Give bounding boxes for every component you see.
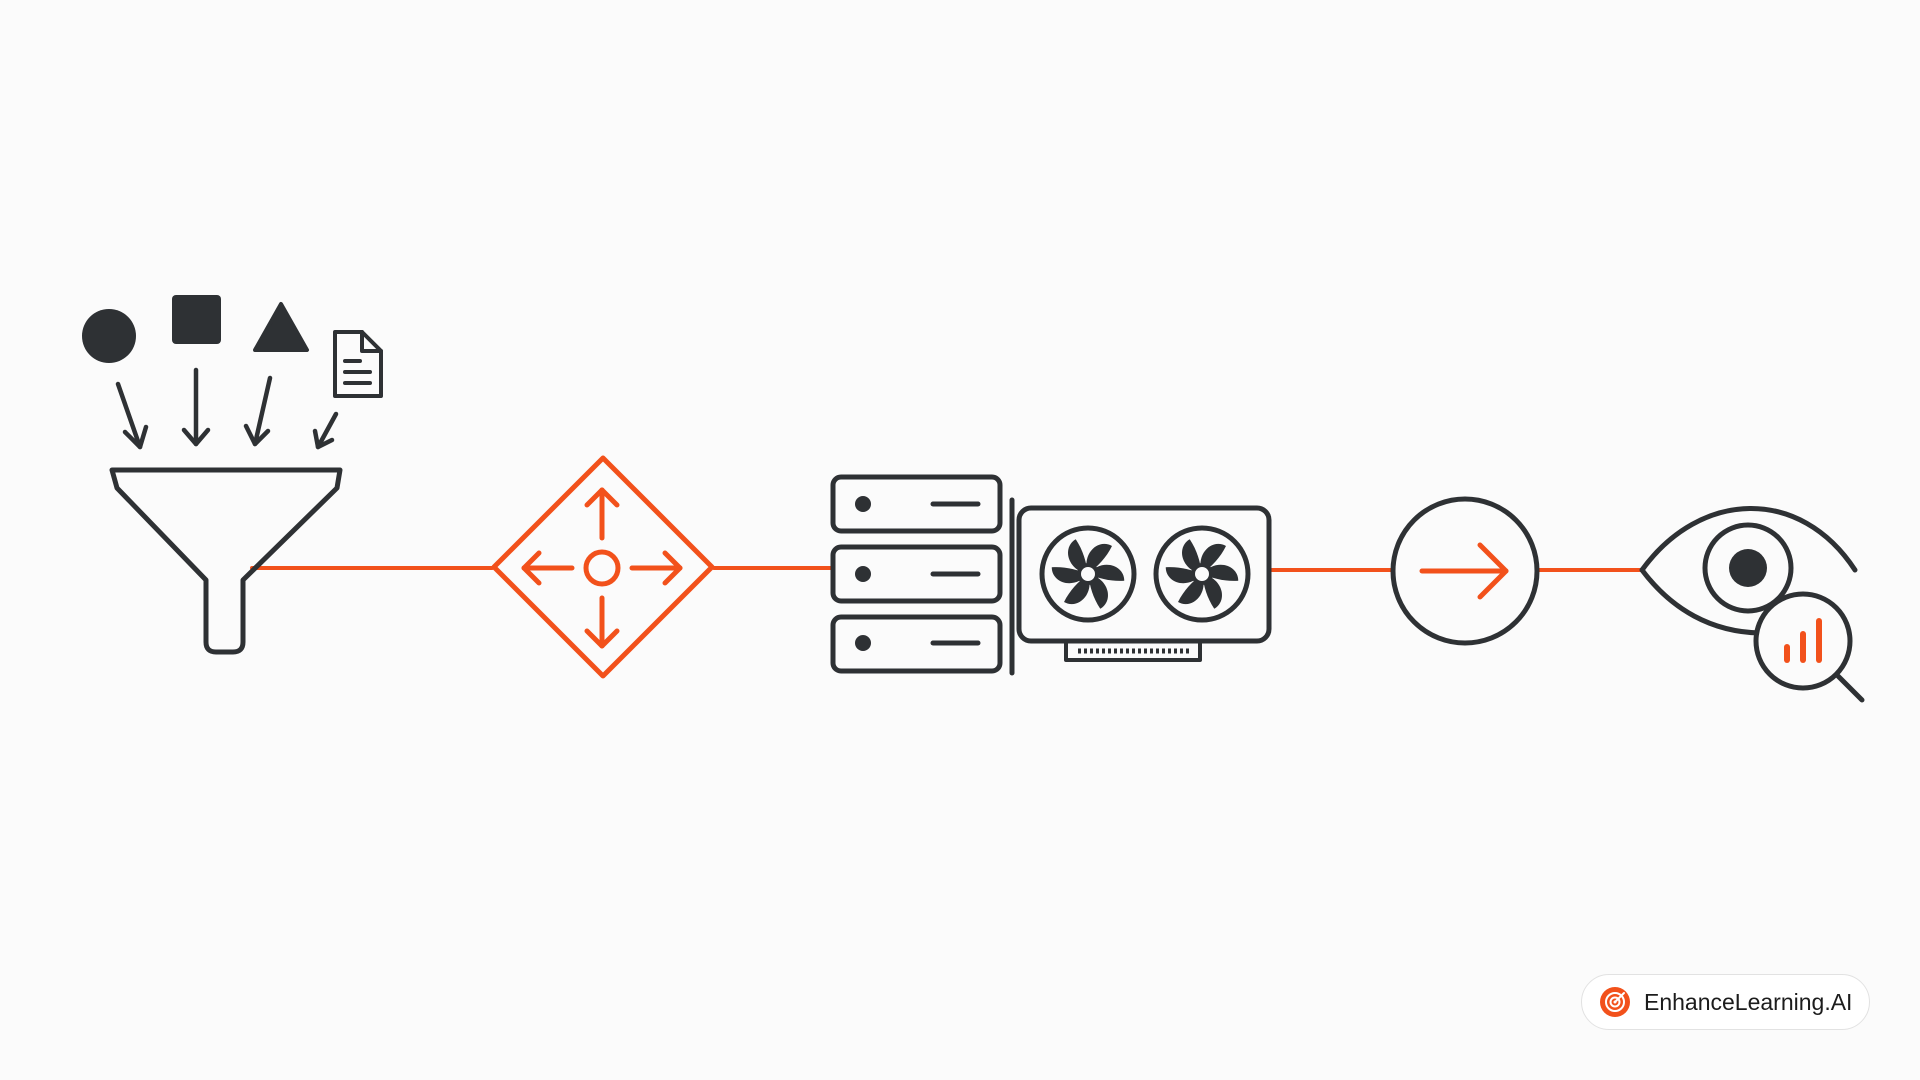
monitoring-eye-icon: [1639, 506, 1865, 703]
gpu-card-icon: [1009, 497, 1272, 676]
server-rack-icon: [830, 474, 1003, 674]
document-icon: [333, 330, 383, 398]
router-center-node: [583, 549, 621, 587]
eye-outline: [1639, 506, 1858, 636]
data-sources-funnel-icon: [82, 295, 383, 655]
triangle-shape-icon: [253, 302, 309, 352]
brand-label: EnhanceLearning.AI: [1644, 988, 1853, 1015]
gpu-fan-right-icon: [1153, 525, 1251, 623]
direction-arrows: [521, 487, 683, 649]
funnel-icon: [109, 467, 343, 655]
brand-badge[interactable]: EnhanceLearning.AI: [1581, 974, 1870, 1030]
circle-shape-icon: [82, 309, 136, 363]
square-shape-icon: [172, 295, 221, 344]
server-gpu-compute-icon: [830, 474, 1272, 676]
eye-pupil: [1729, 549, 1767, 587]
diamond-outline: [491, 455, 715, 679]
analytics-magnifier-icon: [1753, 591, 1865, 703]
connector-lines: [250, 566, 1644, 572]
eye-iris: [1702, 522, 1794, 614]
input-arrows: [115, 367, 339, 450]
gpu-fan-left-icon: [1039, 525, 1137, 623]
output-arrow-circle-icon: [1390, 496, 1540, 646]
routing-diamond-icon: [491, 455, 715, 679]
target-logo-icon: [1600, 987, 1630, 1017]
